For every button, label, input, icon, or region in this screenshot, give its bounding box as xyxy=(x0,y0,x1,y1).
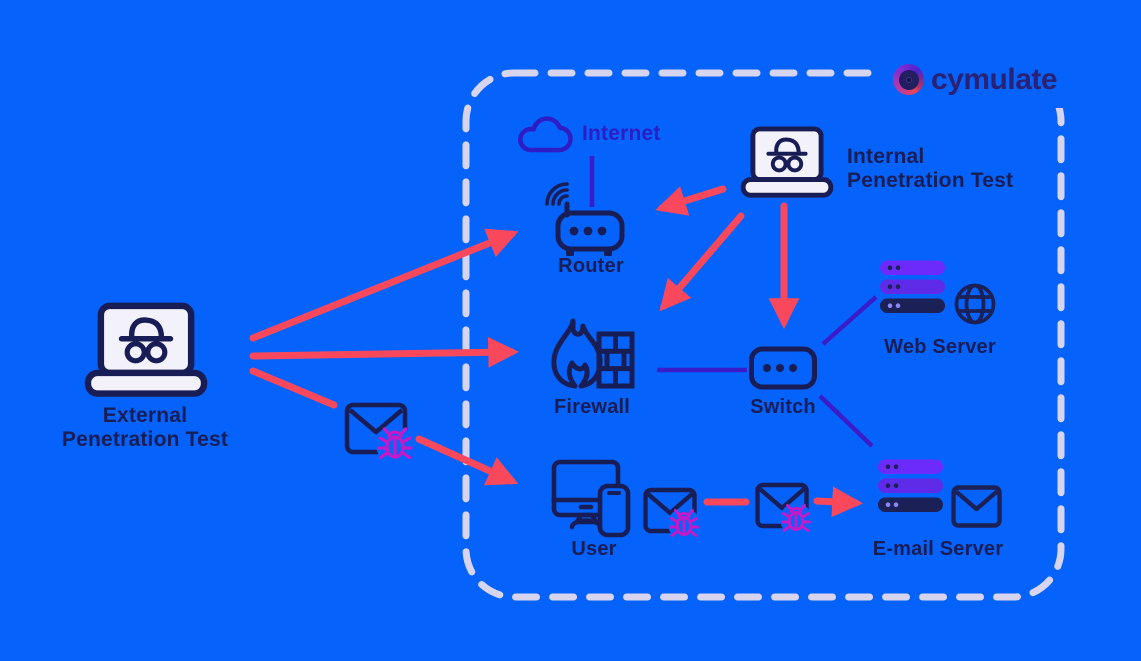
network-links xyxy=(589,156,878,448)
firewall-label: Firewall xyxy=(553,396,631,418)
infected-email-node xyxy=(642,484,708,549)
internal-pentest-node xyxy=(740,126,834,205)
arrow-internal-to-router xyxy=(655,185,727,216)
envelope-icon xyxy=(951,485,1002,528)
infected-email-node xyxy=(754,479,820,544)
infected-email-node xyxy=(343,401,423,476)
cymulate-logo: cymulate xyxy=(893,63,1058,96)
email-server-envelope xyxy=(951,485,1003,534)
internet-node xyxy=(514,107,576,164)
router-icon xyxy=(545,182,625,256)
router-node xyxy=(538,173,630,262)
switch-node xyxy=(748,344,818,397)
user-label: User xyxy=(571,538,617,560)
attack-arrows xyxy=(249,185,863,518)
bug-icon xyxy=(376,426,414,464)
external-pentest-node xyxy=(84,302,208,405)
external-pentest-label-line2: Penetration Test xyxy=(61,427,229,451)
cymulate-logo-icon xyxy=(893,64,924,95)
email-server-icon xyxy=(878,459,943,512)
user-node xyxy=(551,459,633,544)
envelope-icon xyxy=(643,487,700,540)
user-devices-icon xyxy=(551,459,631,538)
internal-pentest-label-line2: Penetration Test xyxy=(847,168,1014,192)
link-switch-emailserver xyxy=(818,394,874,448)
external-pentest-label-line1: External xyxy=(102,404,188,427)
firewall-icon xyxy=(551,318,635,389)
network-boundary xyxy=(462,69,1065,601)
internet-cloud-icon xyxy=(518,116,573,153)
cymulate-logo-icon-inner xyxy=(898,69,919,90)
arrow-email-to-emailserver xyxy=(813,486,863,518)
arrow-email-to-user xyxy=(415,435,519,486)
arrow-external-to-firewall xyxy=(249,336,519,368)
switch-label: Switch xyxy=(750,396,816,418)
cymulate-logo-text: cymulate xyxy=(931,63,1058,96)
bug-icon xyxy=(780,503,812,535)
switch-icon xyxy=(749,346,817,390)
incognito-laptop-icon xyxy=(740,126,834,198)
web-server-icon xyxy=(880,260,945,313)
external-pentest-label: External Penetration Test xyxy=(25,404,265,451)
envelope-icon xyxy=(344,402,414,464)
internal-pentest-label-line1: Internal xyxy=(847,145,925,168)
incognito-laptop-icon xyxy=(84,302,208,397)
internal-pentest-label: Internal Penetration Test xyxy=(847,145,1037,192)
link-switch-webserver xyxy=(821,295,878,346)
bug-icon xyxy=(668,508,700,540)
web-server-globe xyxy=(953,282,997,331)
arrow-external-to-email xyxy=(249,367,338,409)
arrow-internal-to-firewall xyxy=(659,212,745,312)
internet-label: Internet xyxy=(582,122,661,145)
router-label: Router xyxy=(558,255,624,277)
globe-icon xyxy=(954,283,996,325)
web-server-node xyxy=(879,260,947,321)
firewall-node xyxy=(542,316,637,401)
arrow-external-to-router xyxy=(249,228,519,342)
email-server-label: E-mail Server xyxy=(872,538,1004,560)
envelope-icon xyxy=(755,482,812,535)
email-server-node xyxy=(877,459,945,520)
web-server-label: Web Server xyxy=(884,336,996,358)
